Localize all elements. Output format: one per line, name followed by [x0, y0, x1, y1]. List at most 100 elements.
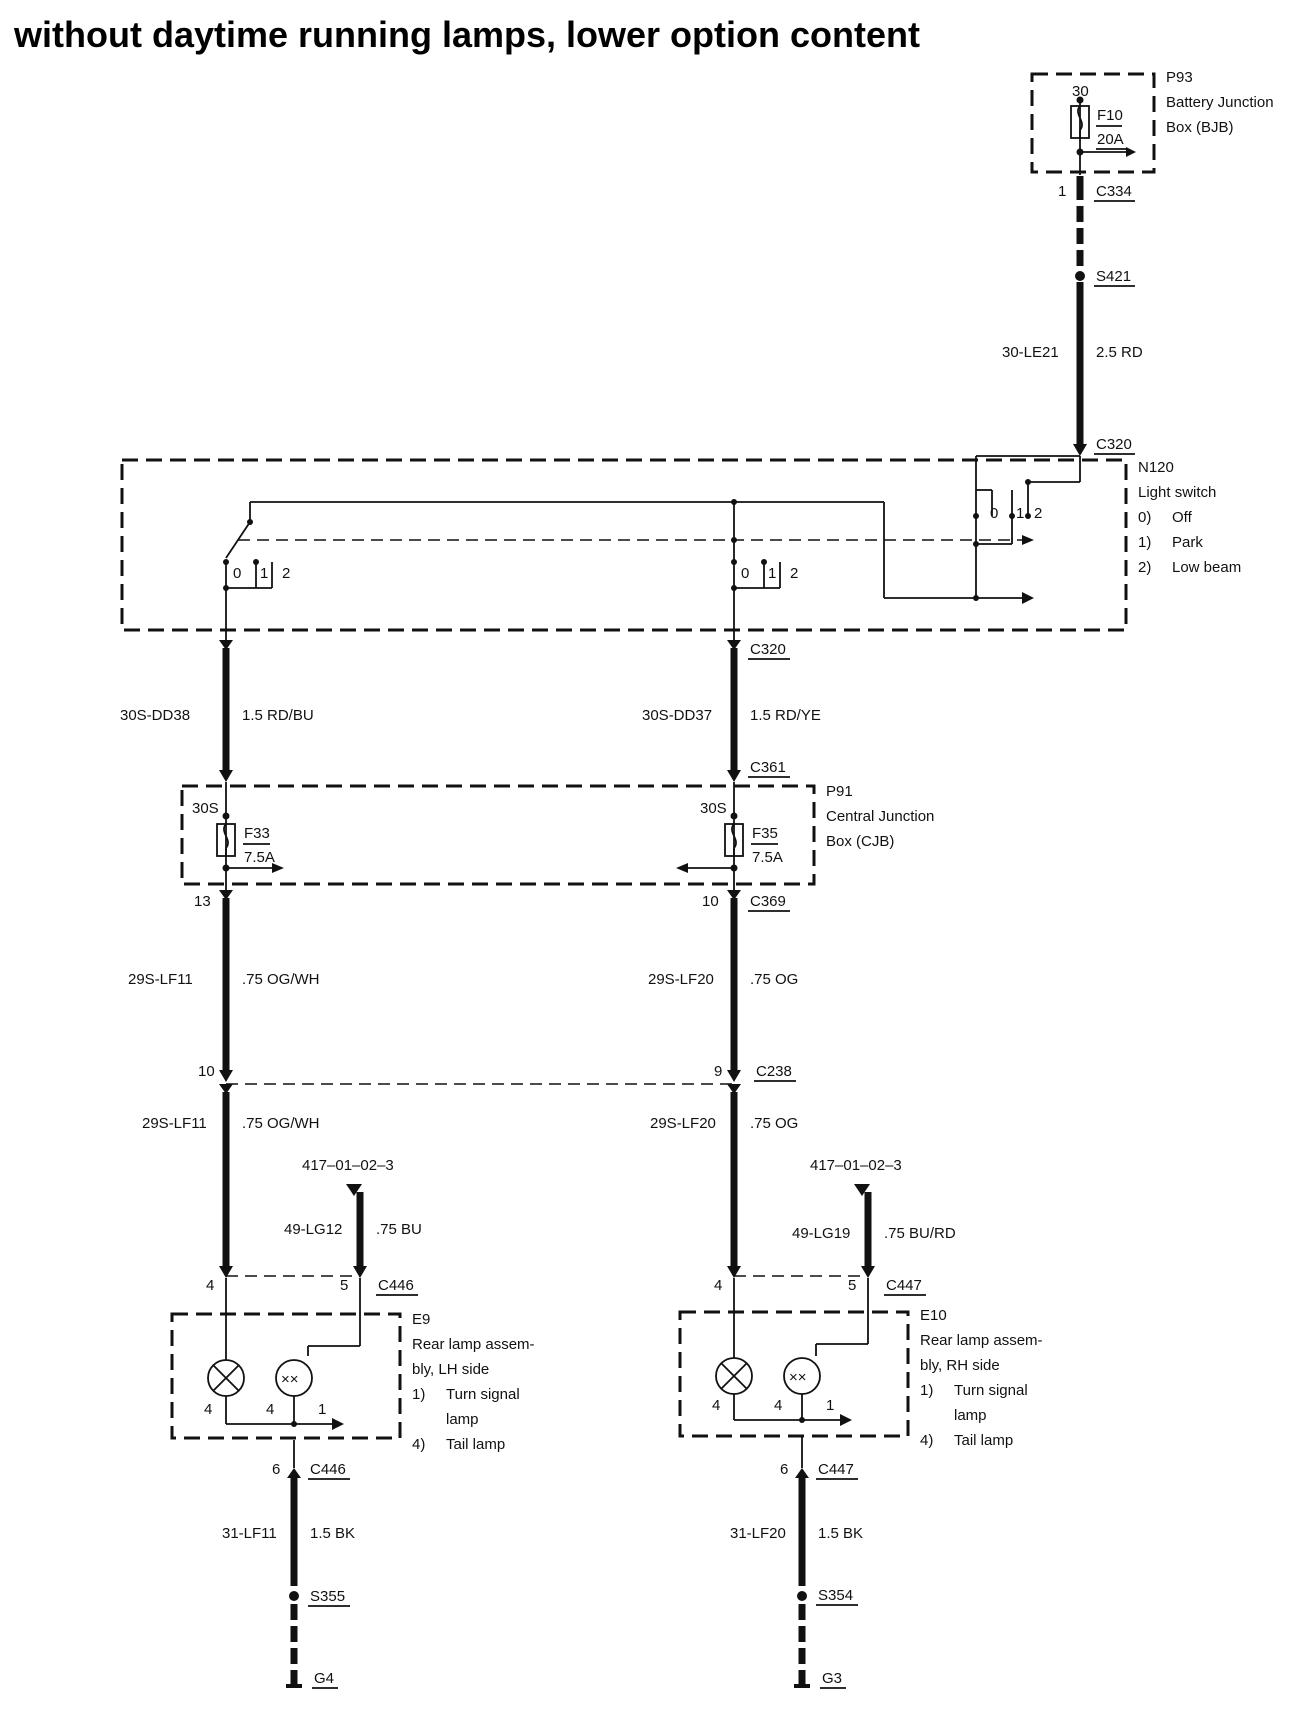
cjb-id: P91	[826, 783, 853, 800]
lamp-rh-name-2: bly, RH side	[920, 1357, 1000, 1374]
lamp-lh-pin-m: 4	[266, 1401, 274, 1418]
legend-off: Off	[1172, 509, 1193, 526]
switch-left-pos-0: 0	[233, 565, 241, 582]
fuse-f10-rating: 20A	[1097, 131, 1124, 148]
ref-right-arrow-icon	[854, 1184, 870, 1196]
lamp-rh-pin-m: 4	[774, 1397, 782, 1414]
connector-c238: C238	[756, 1063, 792, 1080]
switch-left-pos-2: 2	[282, 565, 290, 582]
turn-lamp-rh-xx: ××	[789, 1369, 807, 1386]
lamp-lh-name-1: Rear lamp assem-	[412, 1336, 535, 1353]
ref-left: 417–01–02–3	[302, 1157, 394, 1174]
legend-lowbeam-num: 2)	[1138, 559, 1151, 576]
connector-c369: C369	[750, 893, 786, 910]
turn-lamp-lh-xx: ××	[281, 1371, 299, 1388]
bjb-name-2: Box (BJB)	[1166, 119, 1234, 136]
ground-left-spec: 1.5 BK	[310, 1525, 355, 1542]
lamp-lh-item1-a: Turn signal	[446, 1386, 520, 1403]
battery-junction-box: 30 F10 20A P93 Battery Junction Box (BJB…	[1030, 69, 1274, 175]
cjb-name-2: Box (CJB)	[826, 833, 894, 850]
wire-left-low-spec: .75 OG/WH	[242, 1115, 320, 1132]
lamp-rh-item1-b: lamp	[954, 1407, 987, 1424]
turn-left-circuit: 49-LG12	[284, 1221, 342, 1238]
page-title: without daytime running lamps, lower opt…	[14, 14, 920, 55]
turn-right-circuit: 49-LG19	[792, 1225, 850, 1242]
feed-wire-circuit: 30-LE21	[1002, 344, 1059, 361]
lamp-lh-pin-r: 1	[318, 1401, 326, 1418]
ref-left-arrow-icon	[346, 1184, 362, 1196]
bjb-terminal: 30	[1072, 83, 1089, 100]
splice-s355: S355	[310, 1588, 345, 1605]
fuse-f33: F33	[244, 825, 270, 842]
lamp-lh-item1-b: lamp	[446, 1411, 479, 1428]
light-switch-id: N120	[1138, 459, 1174, 476]
fuse-f35: F35	[752, 825, 778, 842]
lamp-lh-name-2: bly, LH side	[412, 1361, 489, 1378]
turn-right-spec: .75 BU/RD	[884, 1225, 956, 1242]
bjb-pin: 1	[1058, 183, 1066, 200]
c238-pin-left: 10	[198, 1063, 215, 1080]
lamp-lh-item1-num: 1)	[412, 1386, 425, 1403]
legend-park: Park	[1172, 534, 1203, 551]
wire-right-upper-spec: 1.5 RD/YE	[750, 707, 821, 724]
ground-g3: G3	[822, 1670, 842, 1687]
switch-right-pos-2: 2	[1034, 505, 1042, 522]
lamp-rh-pin-l: 4	[712, 1397, 720, 1414]
lamp-rh-id: E10	[920, 1307, 947, 1324]
lamp-rh-pin-r: 1	[826, 1397, 834, 1414]
legend-off-num: 0)	[1138, 509, 1151, 526]
lamp-rh-item1-a: Turn signal	[954, 1382, 1028, 1399]
legend-park-num: 1)	[1138, 534, 1151, 551]
connector-c320-top: C320	[1096, 436, 1132, 453]
wire-right-low-spec: .75 OG	[750, 1115, 798, 1132]
ref-right: 417–01–02–3	[810, 1157, 902, 1174]
cjb-pin-right: 10	[702, 893, 719, 910]
lamp-lh-item4-num: 4)	[412, 1436, 425, 1453]
switch-right-pos-1: 1	[1016, 505, 1024, 522]
fuse-f35-rating: 7.5A	[752, 849, 783, 866]
lamp-rh-pin-a: 4	[714, 1277, 722, 1294]
ground-right-spec: 1.5 BK	[818, 1525, 863, 1542]
legend-lowbeam: Low beam	[1172, 559, 1241, 576]
wire-left-upper-circuit: 30S-DD38	[120, 707, 190, 724]
fuse-f33-icon	[216, 823, 236, 857]
connector-c361: C361	[750, 759, 786, 776]
connector-c334: C334	[1096, 183, 1132, 200]
wire-right-low-circuit: 29S-LF20	[650, 1115, 716, 1132]
splice-s421: S421	[1096, 268, 1131, 285]
c238-pin-right: 9	[714, 1063, 722, 1080]
switch-left-pos-1: 1	[260, 565, 268, 582]
light-switch-box: 0 1 2 0 1 2 0 1	[120, 455, 1241, 645]
lamp-lh-pin-l: 4	[204, 1401, 212, 1418]
switch-right-pos-0: 0	[990, 505, 998, 522]
cjb-terminal-right: 30S	[700, 800, 727, 817]
bjb-id: P93	[1166, 69, 1193, 86]
ground-right-circuit: 31-LF20	[730, 1525, 786, 1542]
connector-c320-bottom: C320	[750, 641, 786, 658]
lamp-lh-item4: Tail lamp	[446, 1436, 505, 1453]
central-junction-box: 30S 30S F33 7.5A F35 7.5A P91 Central Ju…	[180, 782, 934, 894]
lamp-rh-pin-b: 5	[848, 1277, 856, 1294]
fuse-f10-icon	[1070, 105, 1090, 139]
cjb-name-1: Central Junction	[826, 808, 934, 825]
lamp-rh-item1-num: 1)	[920, 1382, 933, 1399]
fuse-f10: F10	[1097, 107, 1123, 124]
bjb-name-1: Battery Junction	[1166, 94, 1274, 111]
ground-left-circuit: 31-LF11	[222, 1525, 277, 1542]
ground-g4-icon	[286, 1684, 302, 1688]
ground-right: 6 C447 31-LF20 1.5 BK S354 G3	[730, 1436, 863, 1689]
wire-right-mid-spec: .75 OG	[750, 971, 798, 988]
turn-left-spec: .75 BU	[376, 1221, 422, 1238]
feed-wire-spec: 2.5 RD	[1096, 344, 1143, 361]
switch-mid-pos-2: 2	[790, 565, 798, 582]
lamp-lh-pin-b: 5	[340, 1277, 348, 1294]
lamp-lh-pin-a: 4	[206, 1277, 214, 1294]
ground-lh-connector: C446	[310, 1461, 346, 1478]
lamp-rh-item4: Tail lamp	[954, 1432, 1013, 1449]
ground-rh-pin: 6	[780, 1461, 788, 1478]
lamp-rh-item4-num: 4)	[920, 1432, 933, 1449]
lamp-rh-name-1: Rear lamp assem-	[920, 1332, 1043, 1349]
light-switch-name: Light switch	[1138, 484, 1216, 501]
fuse-f33-rating: 7.5A	[244, 849, 275, 866]
